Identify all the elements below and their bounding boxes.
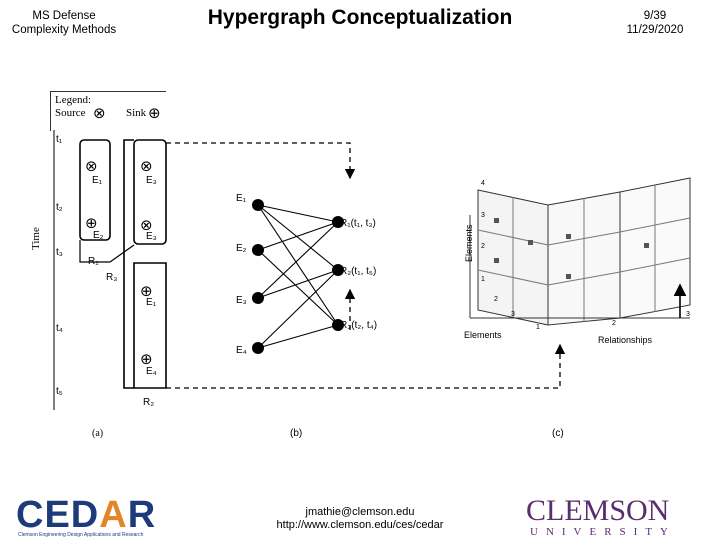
node-r2 (332, 264, 344, 276)
axis-label-y: Elements (464, 224, 474, 262)
slide-date: 11/29/2020 (626, 24, 684, 36)
entity-label-e4: E₄ (236, 345, 247, 356)
dashed-arrow-top (166, 142, 356, 180)
tick-z-1: 1 (536, 324, 540, 331)
node-label-e1-top: E₁ (92, 175, 103, 186)
cedar-logo: CEDAR Clemson Engineering Design Applica… (16, 496, 166, 540)
sink-icon: ⊕ (148, 104, 161, 122)
node-r1 (332, 216, 344, 228)
source-icon: ⊗ (93, 104, 106, 122)
cedar-wordmark: CEDAR (16, 496, 156, 534)
legend: Legend: Source ⊗ Sink ⊕ (50, 91, 166, 131)
source-icon-e1: ⊗ (85, 157, 98, 175)
entity-label-e1: E₁ (236, 193, 247, 204)
time-t2: t₂ (56, 202, 63, 213)
cedar-word-right: R (127, 494, 157, 536)
sink-icon-e4: ⊕ (140, 350, 153, 368)
caption-a: (a) (92, 428, 104, 439)
caption-b: (b) (290, 428, 303, 439)
relation-label-r1: R₁ (88, 256, 99, 267)
clemson-subtitle: UNIVERSITY (530, 526, 676, 538)
tick-x-2: 2 (494, 296, 498, 303)
bipartite-edges (257, 204, 339, 349)
axis-label-z: Relationships (598, 335, 653, 345)
time-t4: t₄ (56, 323, 63, 334)
dashed-arrow-bottom (166, 343, 566, 389)
legend-sink-label: Sink (126, 107, 147, 119)
bipartite-nodes (252, 199, 344, 354)
source-icon-e3-mid: ⊗ (140, 216, 153, 234)
source-icon-e3: ⊗ (140, 157, 153, 175)
contact-url[interactable]: http://www.clemson.edu/ces/cedar (276, 519, 444, 531)
time-t5: t₅ (56, 386, 63, 397)
node-r3 (332, 319, 344, 331)
hyperedge-box-r1 (79, 139, 111, 241)
clemson-logo: CLEMSON UNIVERSITY (526, 496, 706, 540)
tick-z-2: 2 (612, 320, 616, 327)
legend-source-label: Source (55, 107, 86, 119)
tick-z-3: 3 (686, 311, 690, 318)
entity-label-e2: E₂ (236, 243, 247, 254)
node-e2 (252, 244, 264, 256)
time-t3: t₃ (56, 247, 63, 258)
r2-connector (123, 139, 134, 389)
tick-y-3: 3 (481, 212, 485, 219)
entity-label-e3: E₃ (236, 295, 247, 306)
header-meta: 9/39 11/29/2020 (610, 9, 700, 37)
sink-icon-e1: ⊕ (140, 282, 153, 300)
header-course-line2: Complexity Methods (11, 24, 117, 36)
relation-label-r3: R₃ (106, 272, 118, 283)
caption-c: (c) (552, 428, 564, 439)
slide-number: 9/39 (643, 10, 667, 22)
hyperedge-box-r3 (133, 139, 167, 245)
node-label-e4: E₄ (146, 366, 157, 377)
node-label-e2: E₂ (93, 230, 104, 241)
clemson-wordmark: CLEMSON (526, 494, 670, 527)
relation-label-r3-time: R₃(t₂, t₄) (340, 320, 378, 331)
r3-connector (109, 244, 135, 263)
time-axis-label: Time (30, 227, 42, 250)
axis-label-x: Elements (464, 330, 502, 340)
header-course-line1: MS Defense (32, 10, 96, 22)
tick-y-1: 1 (481, 276, 485, 283)
node-e3 (252, 292, 264, 304)
tick-y-2: 2 (481, 243, 485, 250)
tick-x-3: 3 (511, 311, 515, 318)
relation-label-r2-time: R₂(t₁, t₅) (340, 266, 377, 277)
node-e1 (252, 199, 264, 211)
relation-label-r1-time: R₁(t₁, t₃) (340, 218, 376, 229)
header-course: MS Defense Complexity Methods (4, 9, 124, 37)
contact-info: jmathie@clemson.edu http://www.clemson.e… (250, 506, 470, 532)
node-label-e3-top: E₃ (146, 175, 157, 186)
node-label-e3-mid: E₃ (146, 231, 157, 242)
adjacency-3d-plot (469, 177, 691, 326)
contact-email[interactable]: jmathie@clemson.edu (305, 506, 415, 518)
cedar-word-a: A (99, 494, 128, 536)
adjacency-points (494, 218, 649, 279)
relation-label-r2: R₂ (143, 397, 155, 408)
cedar-word-left: CED (16, 494, 100, 536)
page-title: Hypergraph Conceptualization (207, 6, 513, 29)
sink-icon-e2: ⊕ (85, 214, 98, 232)
node-label-e1-mid: E₁ (146, 297, 157, 308)
tick-y-4: 4 (481, 180, 485, 187)
r1-connector (79, 240, 110, 263)
cedar-subtitle: Clemson Engineering Design Applications … (18, 532, 144, 538)
legend-title: Legend: (55, 94, 92, 106)
node-e4 (252, 342, 264, 354)
time-t1: t₁ (56, 134, 63, 145)
